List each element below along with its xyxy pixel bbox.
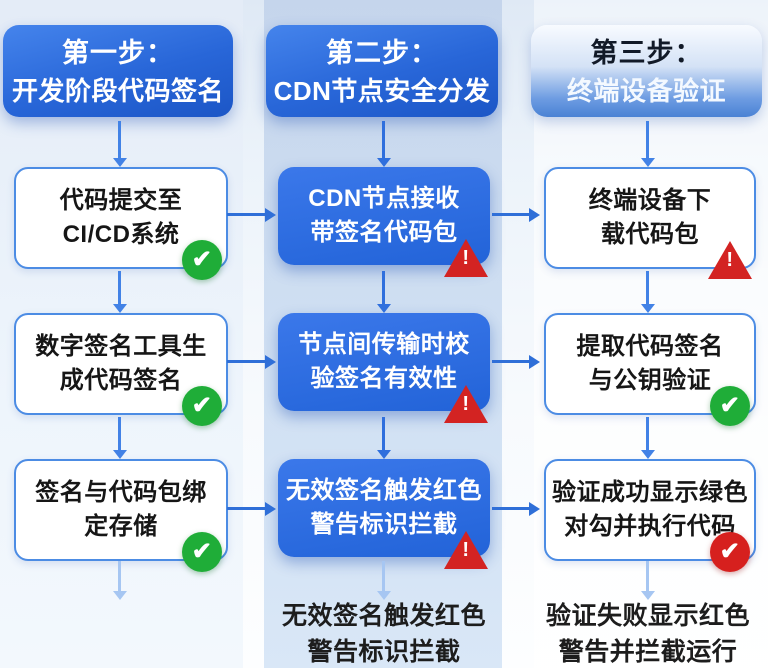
step2-box-1: CDN节点接收 带签名代码包 ! bbox=[278, 167, 490, 277]
step2-box-2: 节点间传输时校 验签名有效性 ! bbox=[278, 313, 490, 423]
step3-box-1-line2: 载代码包 bbox=[601, 221, 699, 248]
arrow-down-icon bbox=[646, 417, 649, 450]
step2-subtitle: CDN节点安全分发 bbox=[273, 76, 491, 106]
step2-box-3-line2: 警告标识拦截 bbox=[310, 511, 458, 538]
success-check-icon: ✔ bbox=[182, 386, 222, 426]
step1-box-3: 签名与代码包绑 定存储 ✔ bbox=[14, 459, 228, 572]
step3-box-2: 提取代码签名 与公钥验证 ✔ bbox=[544, 313, 756, 426]
step2-title: 第二步： bbox=[326, 38, 438, 68]
step1-box-1-line2: CI/CD系统 bbox=[62, 221, 180, 248]
arrow-right-icon bbox=[227, 360, 265, 363]
step1-box-1-line1: 代码提交至 bbox=[59, 187, 183, 214]
step3-outcome-line2: 警告并拦截运行 bbox=[558, 638, 738, 666]
success-check-icon: ✔ bbox=[182, 532, 222, 572]
success-check-icon: ✔ bbox=[710, 386, 750, 426]
arrow-down-icon bbox=[118, 271, 121, 304]
arrow-right-icon bbox=[492, 213, 529, 216]
arrow-right-icon bbox=[227, 213, 265, 216]
step3-outcome-line1: 验证失败显示红色 bbox=[545, 602, 750, 630]
step1-box-3-line2: 定存储 bbox=[84, 513, 158, 540]
step2-header: 第二步： CDN节点安全分发 bbox=[266, 25, 498, 117]
step2-outcome-line1: 无效签名触发红色 bbox=[281, 602, 486, 630]
arrow-down-icon bbox=[646, 121, 649, 158]
step3-header: 第三步： 终端设备验证 bbox=[531, 25, 762, 117]
step1-box-2: 数字签名工具生 成代码签名 ✔ bbox=[14, 313, 228, 426]
step1-subtitle: 开发阶段代码签名 bbox=[11, 76, 224, 106]
step2-box-3: 无效签名触发红色 警告标识拦截 ! bbox=[278, 459, 490, 569]
red-check-icon: ✔ bbox=[710, 532, 750, 572]
step2-outcome-caption: 无效签名触发红色 警告标识拦截 bbox=[262, 598, 506, 668]
arrow-down-icon bbox=[118, 121, 121, 158]
step3-box-3: 验证成功显示绿色 对勾并执行代码 ✔ bbox=[544, 459, 756, 572]
arrow-down-icon bbox=[382, 271, 385, 304]
step2-box-1-line2: 带签名代码包 bbox=[310, 219, 458, 246]
step3-box-1: 终端设备下 载代码包 ! bbox=[544, 167, 756, 279]
arrow-down-icon bbox=[646, 271, 649, 304]
arrow-right-icon bbox=[492, 360, 529, 363]
arrow-down-icon bbox=[646, 561, 649, 591]
step3-box-3-line1: 验证成功显示绿色 bbox=[552, 479, 748, 506]
step3-outcome-caption: 验证失败显示红色 警告并拦截运行 bbox=[526, 598, 768, 668]
step1-title: 第一步： bbox=[62, 38, 174, 68]
step1-box-2-line1: 数字签名工具生 bbox=[35, 333, 207, 360]
step2-outcome-line2: 警告标识拦截 bbox=[307, 638, 461, 666]
step3-subtitle: 终端设备验证 bbox=[566, 76, 726, 106]
step1-box-3-line1: 签名与代码包绑 bbox=[35, 479, 207, 506]
arrow-down-icon bbox=[382, 417, 385, 450]
step3-title: 第三步： bbox=[590, 38, 703, 68]
arrow-down-icon bbox=[382, 561, 385, 591]
arrow-right-icon bbox=[227, 507, 265, 510]
step3-box-3-line2: 对勾并执行代码 bbox=[564, 513, 736, 540]
step2-box-1-line1: CDN节点接收 bbox=[308, 185, 460, 212]
step2-box-2-line2: 验签名有效性 bbox=[310, 365, 458, 392]
arrow-down-icon bbox=[118, 417, 121, 450]
arrow-down-icon bbox=[118, 561, 121, 591]
step3-box-2-line2: 与公钥验证 bbox=[588, 367, 712, 394]
step2-box-3-line1: 无效签名触发红色 bbox=[286, 477, 482, 504]
step3-box-1-line1: 终端设备下 bbox=[588, 187, 712, 214]
arrow-right-icon bbox=[492, 507, 529, 510]
warning-triangle-icon: ! bbox=[708, 241, 752, 279]
step2-box-2-line1: 节点间传输时校 bbox=[298, 331, 470, 358]
step1-box-1: 代码提交至 CI/CD系统 ✔ bbox=[14, 167, 228, 280]
step1-box-2-line2: 成代码签名 bbox=[59, 367, 183, 394]
step1-header: 第一步： 开发阶段代码签名 bbox=[3, 25, 233, 117]
arrow-down-icon bbox=[382, 121, 385, 158]
success-check-icon: ✔ bbox=[182, 240, 222, 280]
step3-box-2-line1: 提取代码签名 bbox=[576, 333, 724, 360]
